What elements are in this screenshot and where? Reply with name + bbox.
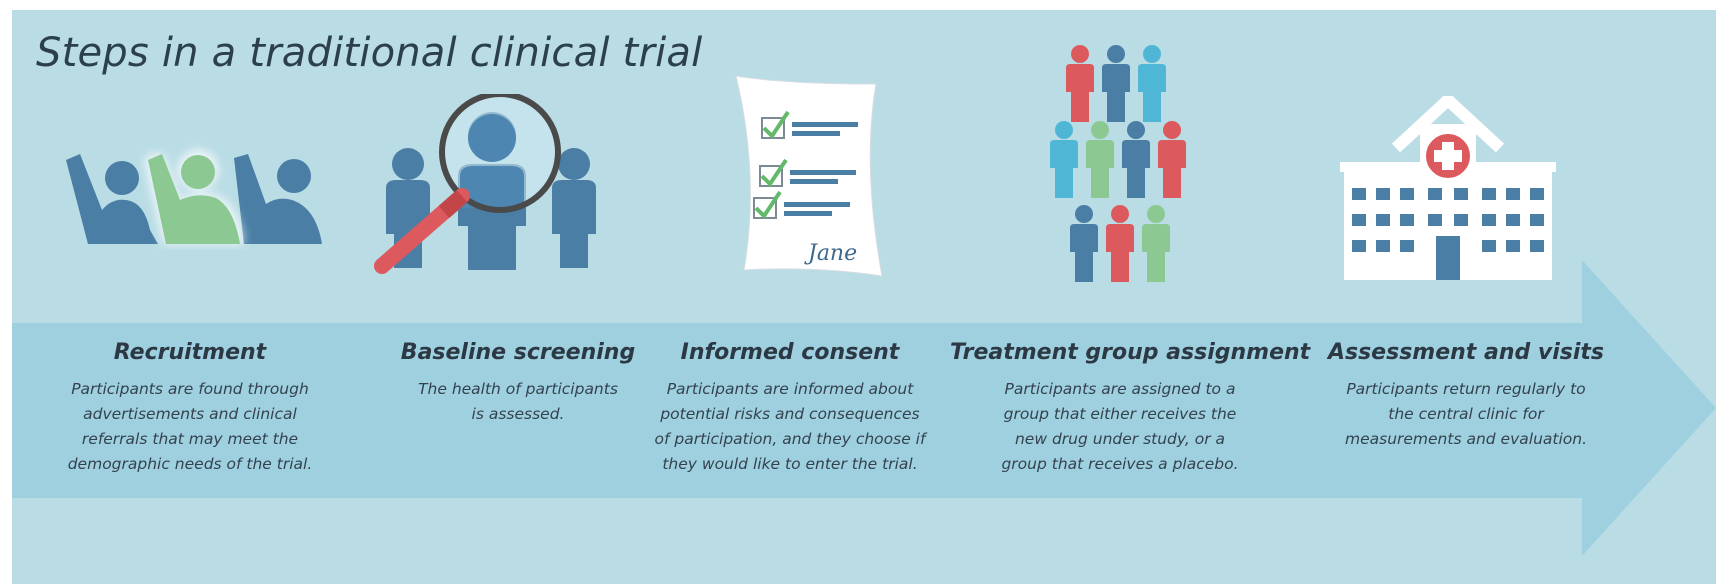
step-treatment-group-assignment: Treatment group assignment Participants … xyxy=(950,340,1311,477)
hospital-windows xyxy=(1352,188,1544,280)
step-description: Participants return regularly to the cen… xyxy=(1344,380,1588,448)
step-heading: Assessment and visits xyxy=(1327,340,1605,365)
step-assessment-and-visits: Assessment and visits Participants retur… xyxy=(1316,340,1616,452)
step-heading: Baseline screening xyxy=(400,340,636,365)
magnifying-glass-people-icon xyxy=(374,94,596,274)
step-description: The health of participants is assessed. xyxy=(418,380,618,423)
step-description: Participants are assigned to a group tha… xyxy=(1001,380,1239,473)
process-arrow xyxy=(12,260,1716,556)
diagram-title: Steps in a traditional clinical trial xyxy=(36,30,703,76)
checkbox-list xyxy=(753,110,858,220)
step-description: Participants are informed about potentia… xyxy=(654,380,926,473)
step-heading: Recruitment xyxy=(113,340,267,365)
hospital-icon xyxy=(1340,96,1556,280)
step-informed-consent: Informed consent Participants are inform… xyxy=(640,340,940,477)
step-heading: Treatment group assignment xyxy=(950,340,1311,365)
people-groups-icon xyxy=(1050,45,1186,282)
raised-hands-people-icon xyxy=(66,150,322,244)
signature-text: Jane xyxy=(804,241,857,266)
step-description: Participants are found through advertise… xyxy=(67,380,313,473)
step-heading: Informed consent xyxy=(680,340,900,365)
step-baseline-screening: Baseline screening The health of partici… xyxy=(368,340,668,427)
consent-form-icon: Jane xyxy=(735,76,883,277)
step-recruitment: Recruitment Participants are found throu… xyxy=(40,340,340,477)
